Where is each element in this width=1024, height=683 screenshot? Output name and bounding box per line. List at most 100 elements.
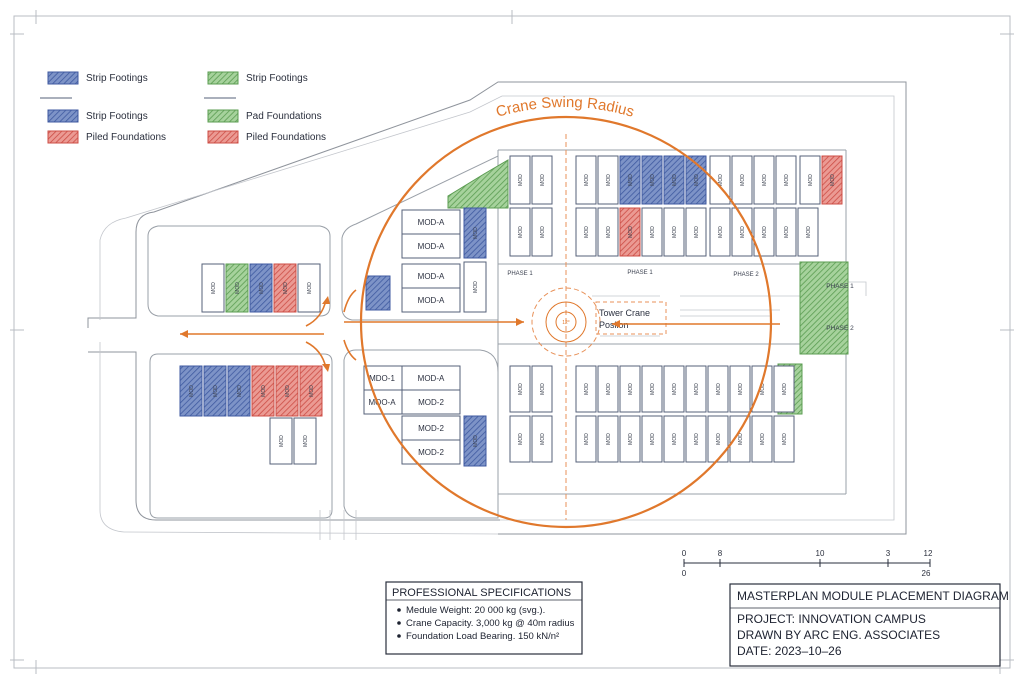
module-unit[interactable] xyxy=(641,207,663,257)
mod-block[interactable] xyxy=(363,365,407,391)
module-unit[interactable] xyxy=(775,207,797,257)
module-unit[interactable] xyxy=(641,365,663,413)
module-unit[interactable] xyxy=(273,263,297,313)
crane-base-inner xyxy=(555,311,577,333)
module-unit-label: MOD xyxy=(606,383,612,395)
module-unit[interactable] xyxy=(299,365,323,417)
module-unit[interactable] xyxy=(751,365,773,413)
module-unit[interactable] xyxy=(685,415,707,463)
module-unit[interactable] xyxy=(663,365,685,413)
module-unit[interactable] xyxy=(685,207,707,257)
mod-block-label: MOD-2 xyxy=(418,448,444,457)
module-unit[interactable] xyxy=(293,417,317,465)
mod-block[interactable] xyxy=(363,389,407,415)
module-unit[interactable] xyxy=(773,415,795,463)
module-unit-label: MOD xyxy=(628,433,634,445)
module-unit-label: MOD xyxy=(672,226,678,238)
module-unit[interactable] xyxy=(531,365,553,413)
arrow-east-head xyxy=(516,318,524,326)
module-unit[interactable] xyxy=(463,415,487,467)
module-unit[interactable] xyxy=(641,415,663,463)
scale-tick-label: 26 xyxy=(922,569,931,578)
module-unit[interactable] xyxy=(619,207,641,257)
module-unit[interactable] xyxy=(707,415,729,463)
module-unit[interactable] xyxy=(597,365,619,413)
spec-item: Crane Capacity. 3,000 kg @ 40m radius xyxy=(406,618,575,629)
module-unit[interactable] xyxy=(685,365,707,413)
module-unit[interactable] xyxy=(227,365,251,417)
module-unit-label: MOD xyxy=(540,174,546,186)
module-unit-label: MOD xyxy=(672,433,678,445)
module-unit[interactable] xyxy=(619,155,641,205)
module-unit[interactable] xyxy=(531,207,553,257)
module-unit[interactable] xyxy=(663,415,685,463)
module-unit[interactable] xyxy=(619,415,641,463)
module-unit[interactable] xyxy=(463,261,487,313)
module-unit[interactable] xyxy=(597,155,619,205)
legend-label: Strip Footings xyxy=(86,111,148,122)
module-unit[interactable] xyxy=(249,263,273,313)
module-unit-label: MOD xyxy=(473,227,479,239)
module-unit[interactable] xyxy=(619,365,641,413)
legend-swatch xyxy=(47,109,79,123)
green-pads xyxy=(447,159,849,415)
mod-block[interactable] xyxy=(401,389,461,415)
module-unit[interactable] xyxy=(729,415,751,463)
module-unit[interactable] xyxy=(509,365,531,413)
module-unit[interactable] xyxy=(753,155,775,205)
module-unit[interactable] xyxy=(575,207,597,257)
module-unit[interactable] xyxy=(297,263,321,313)
mod-block[interactable] xyxy=(401,439,461,465)
module-unit[interactable] xyxy=(225,263,249,313)
module-unit[interactable] xyxy=(575,155,597,205)
module-unit[interactable] xyxy=(509,415,531,463)
drawing-frame xyxy=(10,10,1014,674)
module-unit-label: MOD xyxy=(279,435,285,447)
module-unit[interactable] xyxy=(575,415,597,463)
legend-swatch xyxy=(47,71,79,85)
module-unit[interactable] xyxy=(531,155,553,205)
mod-block[interactable] xyxy=(401,287,461,313)
module-unit-label: MOD xyxy=(762,226,768,238)
module-unit[interactable] xyxy=(509,155,531,205)
module-unit[interactable] xyxy=(641,155,663,205)
module-unit[interactable] xyxy=(663,207,685,257)
module-unit[interactable] xyxy=(797,207,819,257)
module-unit[interactable] xyxy=(775,155,797,205)
arrow-curve-se xyxy=(343,339,357,361)
module-unit[interactable] xyxy=(575,365,597,413)
module-unit[interactable] xyxy=(663,155,685,205)
module-unit-label: MOD xyxy=(740,174,746,186)
module-unit[interactable] xyxy=(821,155,843,205)
module-unit[interactable] xyxy=(799,155,821,205)
module-unit[interactable] xyxy=(751,415,773,463)
module-unit[interactable] xyxy=(773,365,795,413)
module-unit-label: MOD xyxy=(650,174,656,186)
module-unit[interactable] xyxy=(597,207,619,257)
module-unit[interactable] xyxy=(753,207,775,257)
module-unit[interactable] xyxy=(531,415,553,463)
module-unit[interactable] xyxy=(729,365,751,413)
module-unit[interactable] xyxy=(275,365,299,417)
module-unit[interactable] xyxy=(251,365,275,417)
mod-block[interactable] xyxy=(401,415,461,441)
module-unit-label: MOD xyxy=(628,226,634,238)
module-unit[interactable] xyxy=(597,415,619,463)
phase-1-label: PHASE 1 xyxy=(507,271,533,277)
module-unit[interactable] xyxy=(201,263,225,313)
phase-2-label: PHASE 2 xyxy=(733,272,759,278)
module-unit-label: MOD xyxy=(650,433,656,445)
module-unit[interactable] xyxy=(203,365,227,417)
module-unit-label: MOD xyxy=(518,174,524,186)
module-unit[interactable] xyxy=(709,207,731,257)
mod-block[interactable] xyxy=(401,365,461,391)
module-unit[interactable] xyxy=(707,365,729,413)
module-unit[interactable] xyxy=(269,417,293,465)
mod-block[interactable] xyxy=(401,233,461,259)
module-unit[interactable] xyxy=(731,155,753,205)
module-unit-label: MOD xyxy=(540,433,546,445)
module-unit[interactable] xyxy=(731,207,753,257)
module-unit[interactable] xyxy=(463,207,487,259)
module-unit[interactable] xyxy=(179,365,203,417)
module-unit[interactable] xyxy=(509,207,531,257)
